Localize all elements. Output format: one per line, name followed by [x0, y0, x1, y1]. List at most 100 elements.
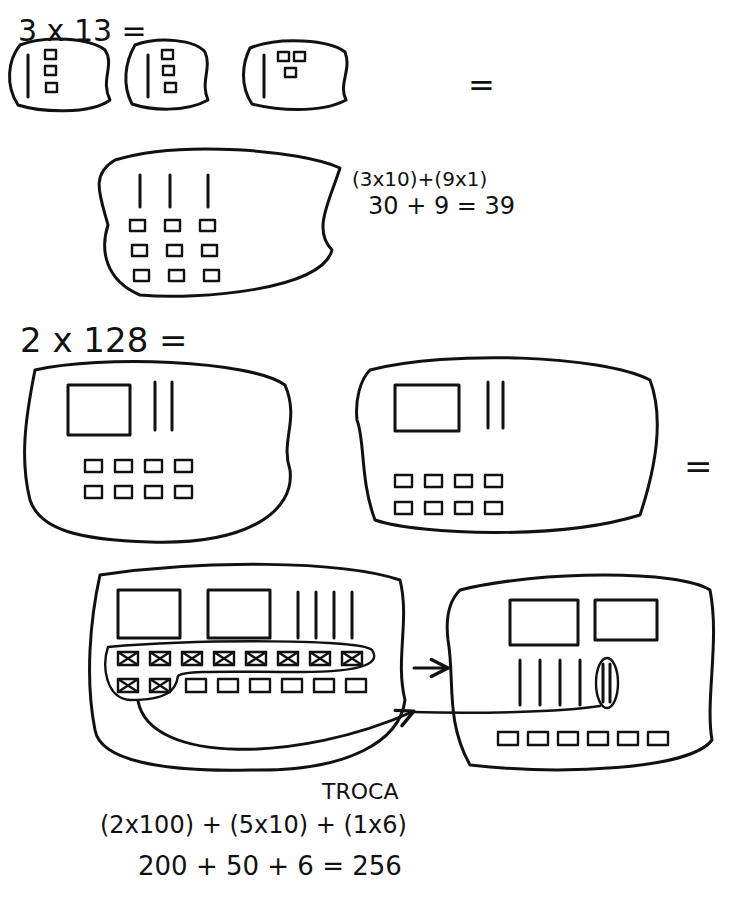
- group-128-part: [171, 382, 174, 430]
- group-128-part: [502, 382, 505, 428]
- combined-group-part: [118, 590, 180, 638]
- crossed-out-units-part: [118, 679, 138, 692]
- group-128-part: [455, 475, 472, 487]
- result-group-part: [519, 660, 522, 705]
- group-128-part: [175, 460, 192, 472]
- combined-group: [99, 149, 340, 296]
- result-group-part: [588, 732, 608, 745]
- group-128-part: [115, 486, 132, 498]
- group-thirteen: [10, 39, 110, 111]
- crossed-out-units-part: [246, 652, 266, 665]
- combined-group-part: [310, 652, 330, 665]
- combined-group-part: [90, 564, 405, 770]
- result-group: [447, 575, 713, 770]
- combined-group-part: [314, 679, 334, 692]
- combined-group: [90, 564, 405, 770]
- combined-group-part: [186, 679, 206, 692]
- group-thirteen: [244, 41, 348, 110]
- combined-group-part: [167, 245, 182, 256]
- combined-group-part: [207, 175, 210, 207]
- group-thirteen-part: [162, 50, 173, 59]
- group-thirteen-part: [263, 55, 266, 97]
- group-128-part: [425, 475, 442, 487]
- combined-group-part: [150, 652, 170, 665]
- group-128-part: [395, 502, 412, 514]
- group-128-part: [395, 385, 459, 431]
- group-thirteen: [126, 40, 208, 109]
- result-group-part: [447, 575, 713, 770]
- sum: 200 + 50 + 6 = 256: [138, 852, 402, 881]
- combined-group-part: [132, 245, 147, 256]
- equals-sign: =: [468, 68, 495, 103]
- crossed-out-units-part: [278, 652, 298, 665]
- combined-group-part: [351, 592, 354, 638]
- group-128-part: [85, 486, 102, 498]
- group-thirteen-part: [294, 52, 305, 61]
- group-thirteen-part: [147, 55, 150, 97]
- arrow: [414, 667, 446, 670]
- combined-group-part: [182, 652, 202, 665]
- group-128-part: [425, 502, 442, 514]
- combined-group-part: [333, 592, 336, 638]
- crossed-out-units-part: [105, 641, 374, 700]
- group-thirteen-part: [165, 83, 176, 92]
- combined-group-part: [246, 652, 266, 665]
- crossed-out-units-part: [214, 652, 234, 665]
- group-thirteen-part: [46, 83, 57, 92]
- group-128-part: [145, 486, 162, 498]
- exchange-arrow: [138, 701, 412, 749]
- expanded-form: (3x10)+(9x1): [352, 168, 487, 190]
- crossed-out-units-part: [342, 652, 362, 665]
- crossed-out-units-part: [310, 652, 330, 665]
- group-128-part: [455, 502, 472, 514]
- result-group-part: [595, 600, 657, 640]
- group-128: [25, 362, 291, 543]
- combined-group-part: [204, 270, 219, 281]
- group-128-part: [68, 385, 130, 435]
- group-128-part: [85, 460, 102, 472]
- combined-group-part: [342, 652, 362, 665]
- result-group-part: [498, 732, 518, 745]
- group-thirteen-part: [244, 41, 348, 110]
- group-thirteen-part: [45, 50, 56, 59]
- group-thirteen-part: [10, 39, 110, 111]
- combined-group-part: [202, 245, 217, 256]
- crossed-out-units-part: [118, 652, 138, 665]
- combined-group-part: [99, 149, 340, 296]
- group-128: [357, 358, 658, 533]
- result-group-part: [596, 658, 618, 708]
- group-128-part: [485, 475, 502, 487]
- result-group-part: [558, 732, 578, 745]
- combined-group-part: [165, 220, 180, 231]
- combined-group-part: [134, 270, 149, 281]
- combined-group-part: [139, 175, 142, 207]
- combined-group-part: [214, 652, 234, 665]
- group-128-part: [115, 460, 132, 472]
- group-128-part: [395, 475, 412, 487]
- combined-group-part: [346, 679, 366, 692]
- group-128-part: [175, 486, 192, 498]
- combined-group-part: [169, 175, 172, 207]
- result-group-part: [618, 732, 638, 745]
- group-128-part: [145, 460, 162, 472]
- exchange-line: [412, 706, 600, 713]
- crossed-out-units-part: [150, 679, 170, 692]
- expanded-form: (2x100) + (5x10) + (1x6): [100, 812, 407, 838]
- combined-group-part: [282, 679, 302, 692]
- group-128-part: [357, 358, 658, 533]
- crossed-out-units-part: [182, 652, 202, 665]
- result-group-part: [559, 660, 562, 705]
- group-thirteen-part: [27, 55, 30, 97]
- combined-group-part: [218, 679, 238, 692]
- combined-group-part: [278, 652, 298, 665]
- group-thirteen-part: [163, 66, 174, 75]
- result-group-part: [539, 660, 542, 705]
- group-thirteen-part: [278, 52, 289, 61]
- group-128-part: [154, 382, 157, 430]
- equation: 2 x 128 =: [20, 322, 188, 359]
- group-thirteen-part: [126, 40, 208, 109]
- group-128-part: [487, 382, 490, 428]
- group-128-part: [485, 502, 502, 514]
- combined-group-part: [150, 679, 170, 692]
